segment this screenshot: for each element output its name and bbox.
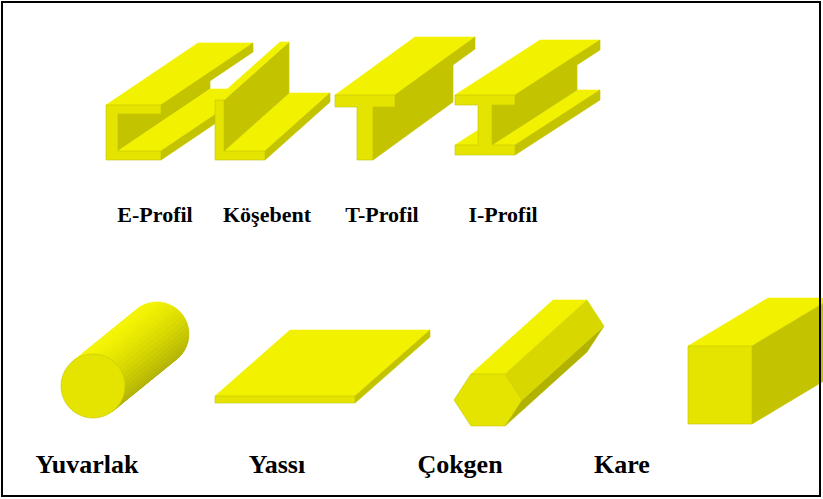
side-face (515, 40, 600, 105)
profile-label: Yassı (249, 452, 305, 478)
hex-bar-shape (454, 300, 604, 426)
front-face (61, 354, 125, 418)
side-face (505, 300, 604, 400)
front-face (215, 100, 265, 160)
side-face (335, 37, 475, 95)
side-face (752, 298, 823, 424)
front-face (455, 95, 515, 155)
round-bar-shape (61, 302, 189, 418)
side-face (265, 93, 330, 160)
profile-label: Köşebent (223, 204, 311, 226)
side-face (355, 330, 430, 403)
side-face (215, 42, 289, 100)
profile-label: T-Profil (345, 204, 418, 226)
profile-label: Yuvarlak (35, 452, 138, 478)
profile-label: E-Profil (117, 204, 192, 226)
front-face (335, 95, 395, 160)
profile-label: Çokgen (417, 452, 502, 478)
side-face (116, 311, 183, 366)
front-face (454, 374, 522, 426)
flat-bar-shape (215, 330, 430, 403)
side-face (118, 315, 184, 370)
i-profile-shape (455, 40, 600, 155)
angle-profile-shape (215, 42, 330, 160)
profile-label: I-Profil (468, 204, 537, 226)
square-bar-shape (688, 298, 823, 424)
side-face (224, 42, 289, 151)
profile-shapes (61, 37, 823, 426)
front-face (215, 396, 355, 403)
side-face (112, 309, 179, 364)
side-face (515, 90, 600, 155)
front-face (688, 346, 752, 424)
t-profile-shape (335, 37, 475, 160)
profile-label: Kare (594, 452, 650, 478)
front-face (106, 105, 161, 160)
